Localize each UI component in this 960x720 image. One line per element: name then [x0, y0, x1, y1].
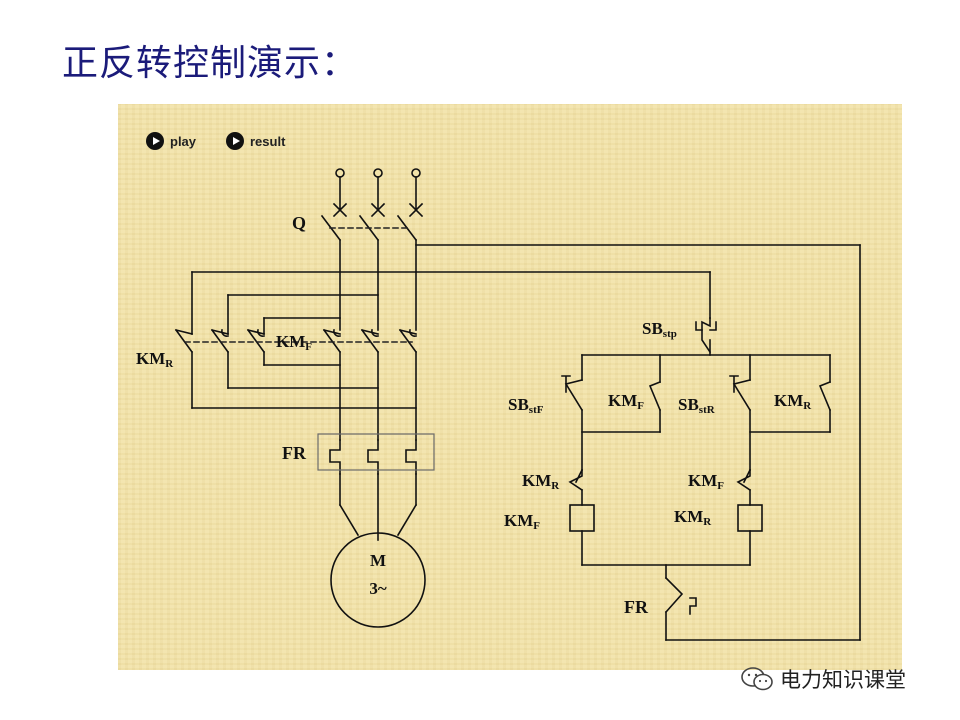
result-button[interactable]: result [226, 132, 285, 150]
km-f-coil-box [569, 504, 595, 532]
chat-bubble-icon [741, 667, 773, 691]
play-button[interactable]: play [146, 132, 196, 150]
circuit-panel [118, 104, 902, 670]
motor-label-phase: 3~ [369, 579, 387, 598]
label-km-f-hold: KMF [608, 391, 645, 412]
motor-label-m: M [369, 551, 387, 570]
label-fr-ctrl: FR [624, 597, 648, 617]
label-sb-stf: SBstF [508, 395, 544, 416]
label-sb-stp: SBstp [642, 319, 677, 340]
label-q: Q [292, 213, 307, 233]
page-title: 正反转控制演示： [62, 43, 359, 84]
motor-circle [330, 532, 426, 628]
label-km-f-main: KMF [276, 332, 313, 353]
label-km-f-interlock: KMF [688, 471, 725, 492]
label-km-r-interlock: KMR [522, 471, 560, 492]
km-r-coil-box [737, 504, 763, 532]
label-sb-str: SBstR [678, 395, 715, 416]
km-main-contacts [174, 328, 418, 354]
fr-heaters [329, 439, 417, 475]
label-km-r-main: KMR [136, 349, 174, 370]
watermark-text: 电力知识课堂 [780, 668, 906, 692]
fr-box [317, 433, 435, 471]
result-icon [226, 132, 244, 150]
label-km-r-coil: KMR [674, 507, 712, 528]
label-km-r-hold: KMR [774, 391, 812, 412]
play-icon [146, 132, 164, 150]
label-km-f-coil: KMF [504, 511, 541, 532]
label-fr-main: FR [282, 443, 306, 463]
play-label: play [170, 133, 197, 149]
result-label: result [250, 133, 286, 149]
watermark: 电力知识课堂 [740, 664, 906, 694]
supply-terminals [332, 168, 424, 218]
